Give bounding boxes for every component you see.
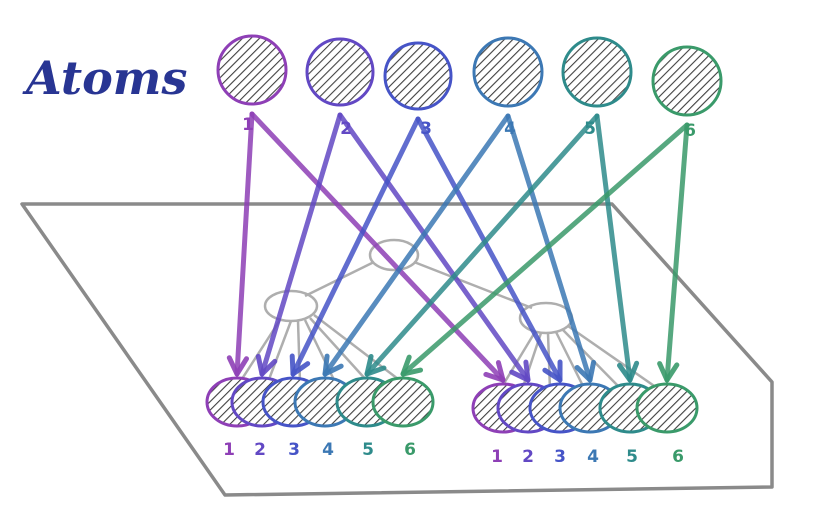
atom-1 [216,34,288,106]
plane [20,202,774,497]
diagram-title: Atoms [22,51,187,105]
arrow-atom-5-group-1 [364,113,600,377]
group-1-label-6: 6 [404,440,416,460]
group-2-label-2: 2 [522,447,534,467]
atom-label-3: 3 [420,119,432,139]
group-2-label-5: 5 [626,447,638,467]
group-1-label-2: 2 [254,440,266,460]
group-1-label-3: 3 [288,440,300,460]
arrowhead-atom-3-group-2 [542,359,563,383]
arrowhead-atom-1-group-2 [483,360,506,383]
group-1-label-4: 4 [322,440,334,460]
atom-label-5: 5 [584,119,596,139]
atom-label-6: 6 [684,121,696,141]
arrow-atom-5-group-2 [594,113,633,383]
atom-2 [305,37,375,107]
atom-5 [561,36,633,108]
group-2-label-3: 3 [554,447,566,467]
arrow-atom-1-group-1 [234,111,255,377]
arrowhead-atom-3-group-1 [289,353,311,377]
arrowhead-atom-2-group-2 [509,359,531,383]
atom-label-2: 2 [340,119,352,139]
arrow-atom-3-group-2 [415,116,563,383]
arrowhead-atom-1-group-1 [226,355,250,377]
arrow-atom-2-group-1 [259,112,343,377]
group-2-label-6: 6 [672,447,684,467]
arrowhead-atom-5-group-1 [364,353,387,377]
arrowhead-atom-4-group-2 [574,359,597,383]
arrowhead-atom-2-group-1 [255,353,278,377]
arrows [226,111,690,383]
arrow-atom-3-group-1 [290,116,421,377]
atom-4 [472,36,544,108]
arrow-atom-2-group-2 [337,112,531,383]
group-2-label-4: 4 [587,447,599,467]
arrowhead-atom-5-group-2 [616,360,640,383]
arrowhead-atom-4-group-1 [322,353,344,377]
arrow-atom-1-group-2 [249,111,506,383]
group-1-atom-6 [371,376,435,428]
atom-label-4: 4 [504,119,516,139]
atom-6 [651,45,723,117]
group-1-label-5: 5 [362,440,374,460]
group-1-label-1: 1 [223,440,235,460]
atom-label-1: 1 [242,115,254,135]
atom-3 [383,41,453,111]
arrowhead-atom-6-group-2 [657,361,680,383]
arrow-atom-6-group-1 [400,122,690,377]
arrow-atom-6-group-2 [664,122,690,383]
arrow-atom-4-group-1 [322,113,511,377]
atom-row: 1 2 3 4 5 6 [216,34,723,141]
group-2-label-1: 1 [491,447,503,467]
arrowhead-atom-6-group-1 [400,354,424,377]
group-2-atom-6 [635,382,699,434]
